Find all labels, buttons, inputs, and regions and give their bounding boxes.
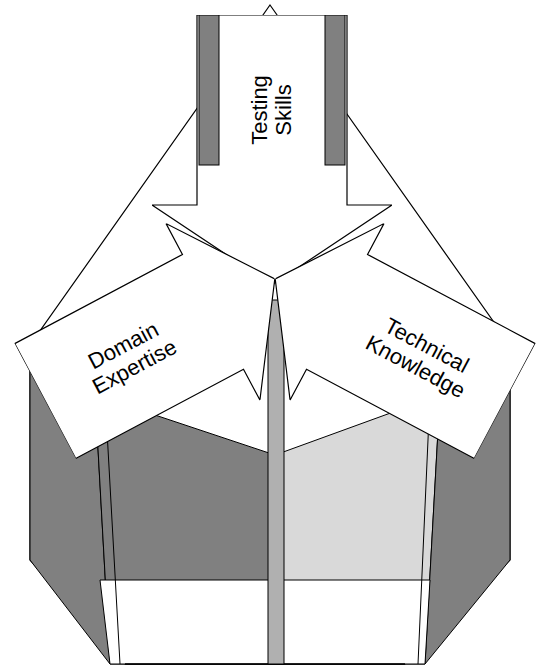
arrow-label: Testing Skills <box>248 49 296 171</box>
